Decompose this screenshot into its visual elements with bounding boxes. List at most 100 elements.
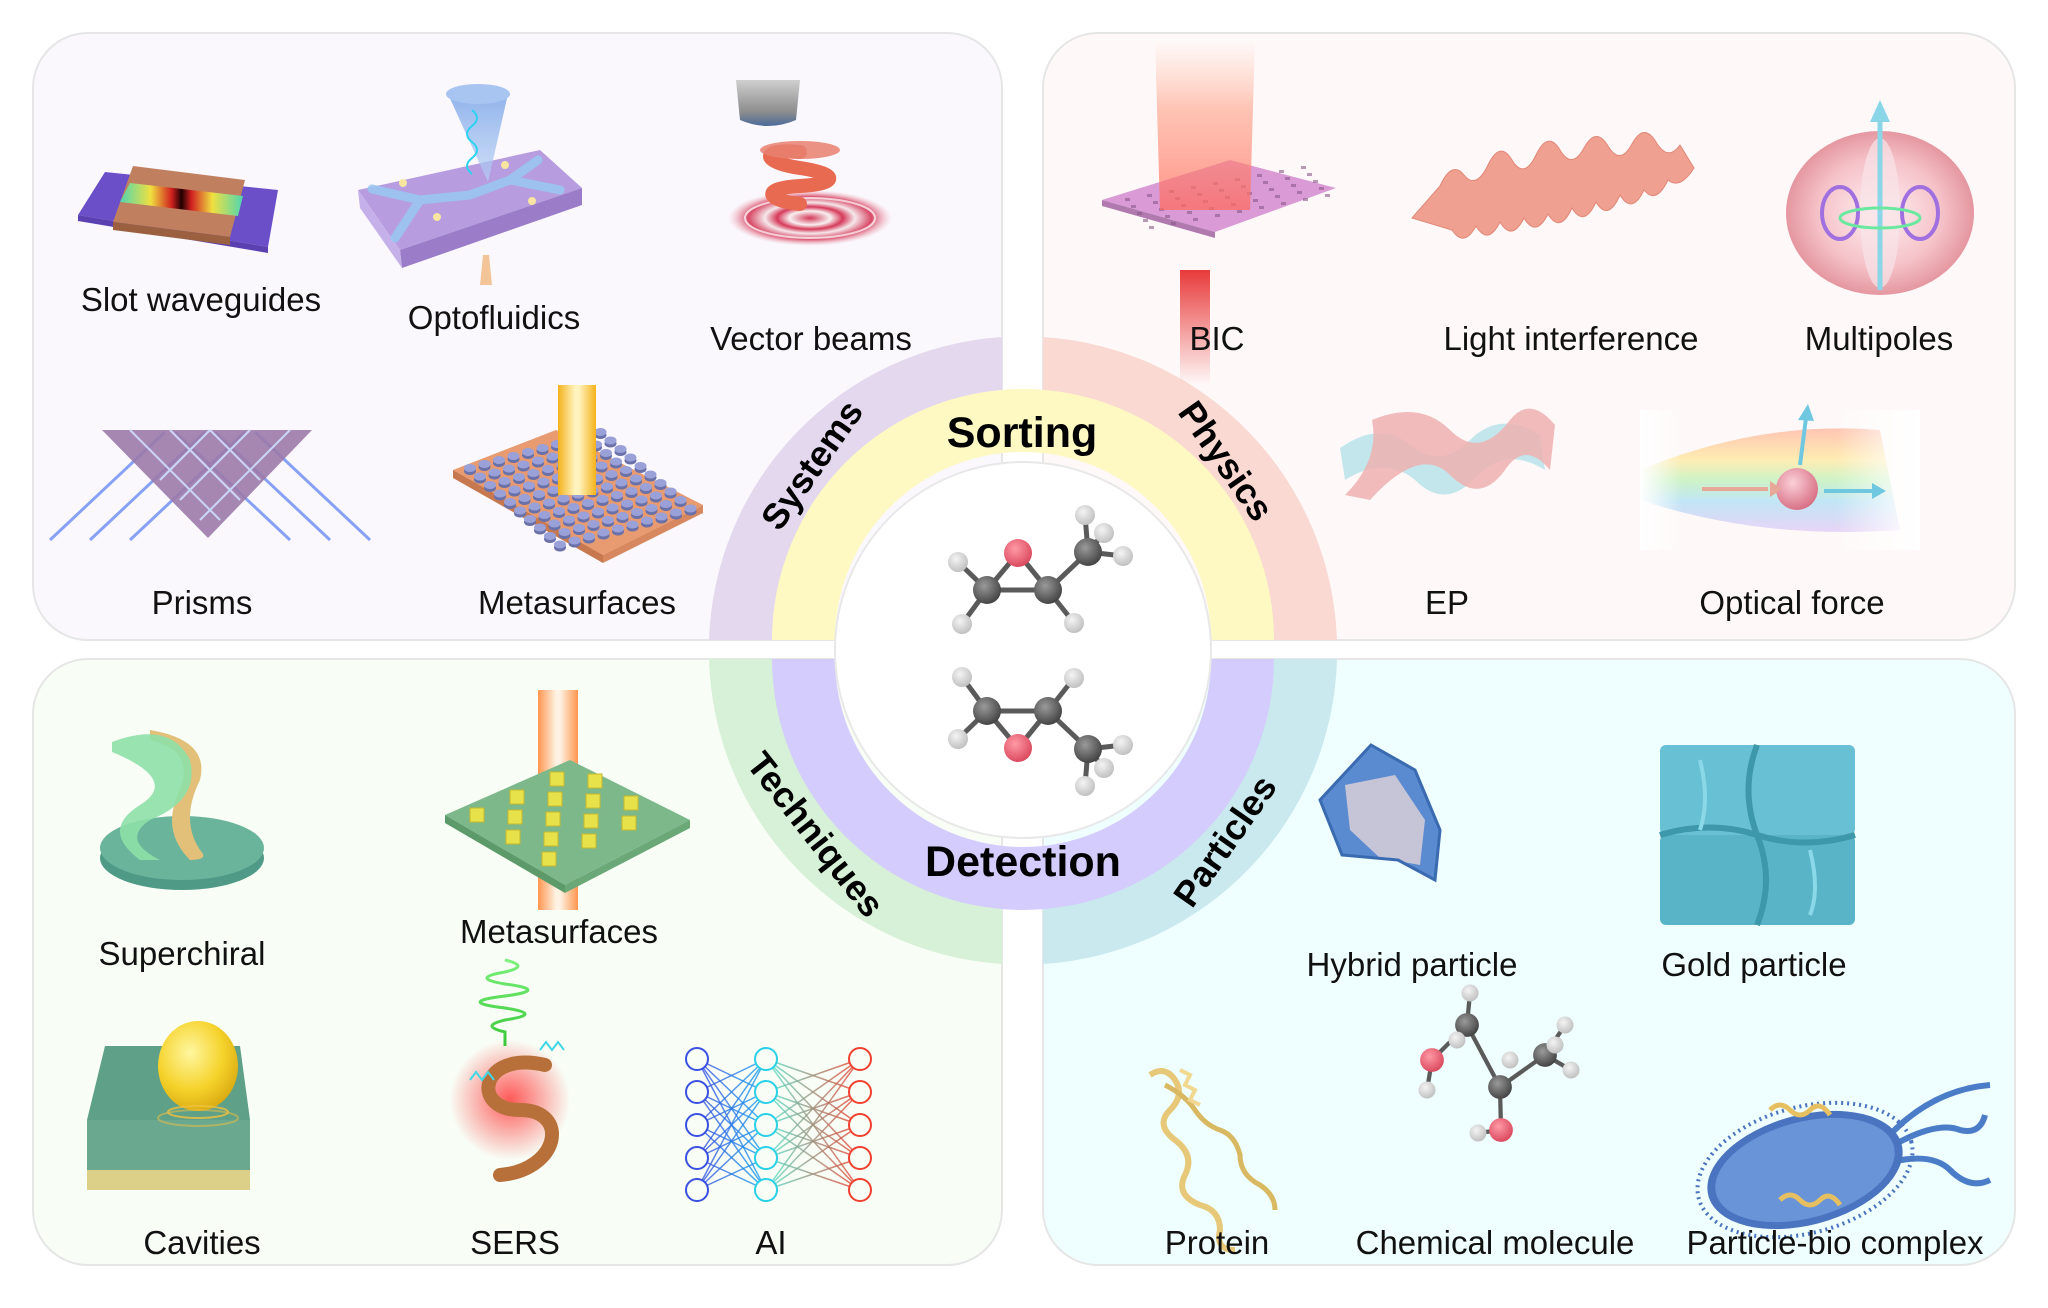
- nanopillar-top: [630, 474, 642, 483]
- photonic-hole: [1137, 212, 1142, 215]
- nn-edge: [696, 1058, 767, 1159]
- nn-edge: [765, 1124, 861, 1191]
- nanopillar-top: [674, 496, 687, 504]
- nanopillar-top: [582, 499, 594, 507]
- nanopillar-top: [620, 466, 632, 474]
- nanopillar-top: [577, 511, 590, 520]
- nanopillar-top: [597, 528, 610, 537]
- photonic-hole: [1125, 198, 1130, 201]
- nanopillar-top: [626, 520, 639, 529]
- photonic-hole: [1325, 194, 1330, 197]
- nanoblock: [585, 793, 601, 809]
- photonic-hole: [1149, 226, 1154, 229]
- label-protein: Protein: [1165, 1224, 1270, 1261]
- photonic-hole: [1187, 211, 1192, 214]
- nanopillar-top: [464, 464, 476, 472]
- nn-edge: [765, 1157, 861, 1191]
- nanoblock: [547, 791, 563, 807]
- nn-node: [848, 1178, 872, 1202]
- nanopillar-top: [568, 536, 581, 545]
- nn-node: [754, 1080, 778, 1104]
- oxygen-atom: [1004, 734, 1032, 762]
- nanopillar-top: [660, 500, 672, 508]
- label-prisms: Prisms: [152, 584, 253, 621]
- label-light-interference: Light interference: [1444, 320, 1699, 357]
- carbon-atom: [1034, 576, 1062, 604]
- nanopillar-top: [544, 532, 556, 540]
- nanoblock: [469, 807, 485, 823]
- nanopillar-top: [504, 498, 516, 506]
- nanopillar-top: [610, 457, 622, 466]
- nn-node: [754, 1047, 778, 1071]
- nn-node: [685, 1178, 709, 1202]
- nanopillar-top: [600, 449, 612, 457]
- photonic-hole: [1147, 194, 1152, 197]
- nanopillar-top: [503, 464, 515, 473]
- nn-edge: [696, 1091, 767, 1191]
- nanopillar-top: [528, 502, 541, 511]
- nanopillar-top: [611, 491, 623, 499]
- nanopillar-top: [536, 444, 549, 452]
- oxygen-atom: [1420, 1048, 1444, 1072]
- photonic-hole: [1297, 191, 1302, 194]
- label-ai: AI: [755, 1224, 786, 1261]
- nanopillar-top: [548, 519, 561, 528]
- label-chemical-molecule: Chemical molecule: [1356, 1224, 1635, 1261]
- hydrogen-atom: [1501, 1051, 1519, 1069]
- photonic-hole: [1291, 184, 1296, 187]
- nanopillar-top: [484, 481, 496, 489]
- nn-edge: [696, 1058, 767, 1093]
- photonic-hole: [1285, 177, 1290, 180]
- nn-node: [685, 1047, 709, 1071]
- label-slot-waveguides: Slot waveguides: [81, 281, 321, 318]
- nanopillar-top: [616, 512, 629, 520]
- label-bic: BIC: [1189, 320, 1244, 357]
- nanopillar-top: [474, 472, 486, 481]
- nanopillar-top: [494, 489, 506, 498]
- nn-edge: [696, 1058, 767, 1191]
- nanopillar-top: [493, 456, 505, 464]
- sorting-ring: [772, 389, 1274, 640]
- photonic-hole: [1171, 222, 1176, 225]
- physics-item-labels: BIC Light interference Multipoles EP Opt…: [1189, 320, 1953, 621]
- label-multipoles: Multipoles: [1805, 320, 1954, 357]
- techniques-item-labels: Superchiral Metasurfaces Cavities SERS A…: [99, 913, 787, 1261]
- nanoblock: [543, 831, 559, 847]
- photonic-hole: [1259, 206, 1264, 209]
- nanopillar-top: [573, 524, 585, 532]
- nanopillar-top: [621, 499, 633, 508]
- photonic-hole: [1263, 181, 1268, 184]
- photonic-hole: [1313, 180, 1318, 183]
- nanopillar-top: [684, 504, 697, 513]
- photonic-hole: [1301, 166, 1306, 169]
- nanopillar-top: [513, 473, 525, 481]
- hydrogen-atom: [1556, 1016, 1574, 1034]
- nanopillar-top: [514, 506, 526, 515]
- optical-force-icon: [1640, 404, 1920, 550]
- light-interference-icon: [1411, 132, 1695, 239]
- nn-edge: [765, 1058, 861, 1126]
- bic-icon: [1102, 40, 1336, 385]
- protein-icon: [1148, 1068, 1278, 1253]
- carbon-atom: [1455, 1013, 1479, 1037]
- nanopillar-top: [558, 528, 571, 536]
- nanopillar-top: [644, 470, 657, 479]
- nanoblock: [549, 771, 565, 787]
- photonic-hole: [1165, 215, 1170, 218]
- photonic-hole: [1303, 198, 1308, 201]
- nanoblock: [541, 851, 557, 867]
- cavity-icon: [87, 1021, 250, 1190]
- vector-beam-icon: [728, 80, 892, 246]
- nanoblock: [507, 809, 523, 825]
- label-ep: EP: [1425, 584, 1469, 621]
- hydrogen-atom: [1094, 523, 1114, 543]
- systems-item-labels: Slot waveguides Optofluidics Vector beam…: [81, 281, 912, 621]
- nn-edge: [696, 1058, 767, 1126]
- hydrogen-atom: [1113, 735, 1133, 755]
- nn-node: [685, 1113, 709, 1137]
- nn-edge: [765, 1091, 861, 1191]
- nanoblock: [509, 789, 525, 805]
- nanoblock: [505, 829, 521, 845]
- label-cavities: Cavities: [143, 1224, 260, 1261]
